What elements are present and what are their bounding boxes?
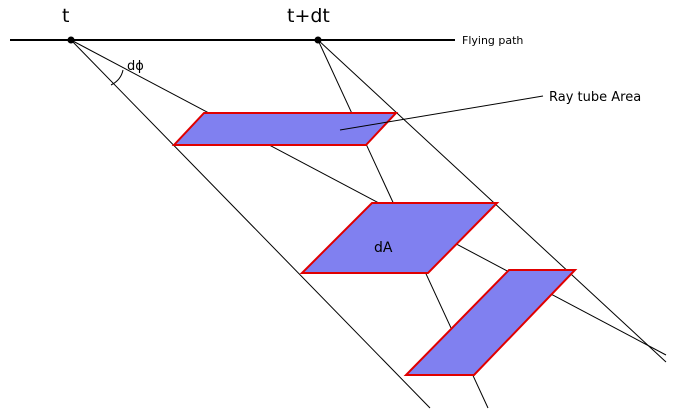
ray-tube-patch-bottom xyxy=(403,269,578,376)
label-t-dt: t+dt xyxy=(287,5,330,27)
ray-t-right xyxy=(70,39,667,356)
label-da: dA xyxy=(374,240,393,256)
angle-arc xyxy=(110,69,124,86)
label-flying-path: Flying path xyxy=(462,34,523,47)
point-t xyxy=(67,36,75,44)
ray-tube-leader-line xyxy=(339,95,544,131)
label-dphi: dϕ xyxy=(127,59,144,74)
ray-tube-patch-middle xyxy=(299,202,500,274)
ray-t-left xyxy=(70,39,431,409)
ray-tdt-right xyxy=(317,39,667,363)
label-t: t xyxy=(62,5,69,27)
label-ray-tube-area: Ray tube Area xyxy=(549,90,641,105)
ray-tube-patch-top xyxy=(171,112,399,146)
point-t-dt xyxy=(314,36,322,44)
